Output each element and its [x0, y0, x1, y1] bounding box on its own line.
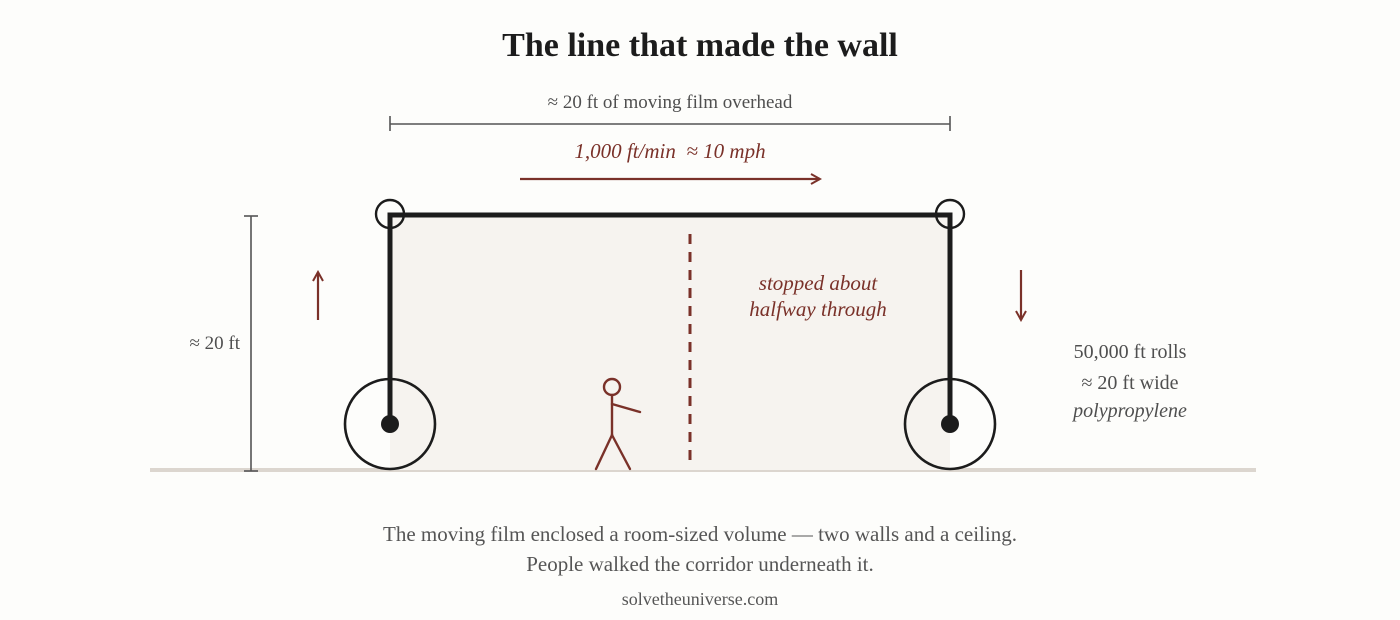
caption-line-1: The moving film enclosed a room-sized vo…: [383, 522, 1017, 546]
source-credit: solvetheuniverse.com: [622, 589, 778, 609]
overhead-length-label: ≈ 20 ft of moving film overhead: [548, 92, 793, 113]
film-roll-right: [903, 377, 997, 471]
overhead-dimension-line: [389, 116, 951, 131]
enclosed-volume: [390, 215, 950, 470]
stopped-label-line-2: halfway through: [749, 297, 886, 321]
idler-roller-left: [374, 198, 406, 230]
person-icon: [594, 377, 642, 471]
film-roll-left: [343, 377, 437, 471]
idler-roller-right: [934, 198, 966, 230]
rolls-label-line-3: polypropylene: [1071, 400, 1187, 422]
diagram-title: The line that made the wall: [502, 27, 898, 64]
rolls-label-line-2: ≈ 20 ft wide: [1081, 372, 1178, 394]
height-label: ≈ 20 ft: [189, 333, 240, 354]
speed-label: 1,000 ft/min ≈ 10 mph: [574, 139, 765, 163]
film-path: [387, 212, 953, 425]
height-dimension-line: [244, 215, 258, 472]
stopped-label-line-1: stopped about: [759, 271, 879, 295]
rolls-label-line-1: 50,000 ft rolls: [1074, 341, 1187, 363]
caption-line-2: People walked the corridor underneath it…: [526, 552, 874, 576]
